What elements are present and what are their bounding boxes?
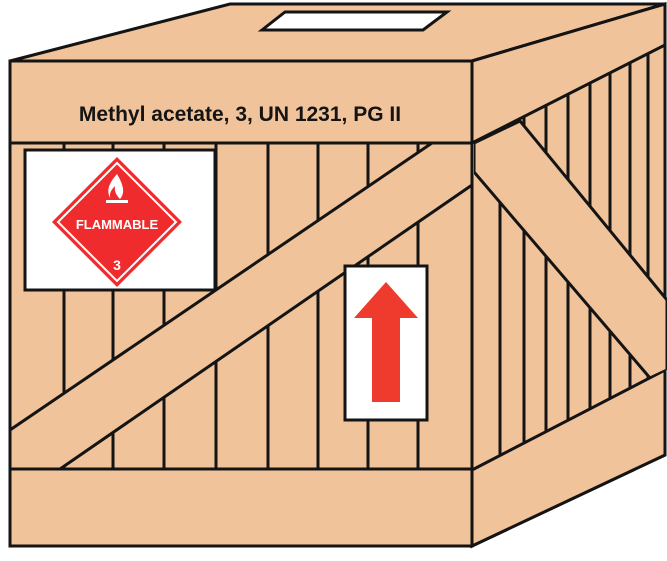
crate-front-face — [8, 59, 474, 548]
arrow-up-icon — [354, 282, 418, 402]
hazard-label-word: FLAMMABLE — [76, 217, 159, 232]
hazard-class-number: 3 — [113, 257, 121, 273]
front-bottom-rail — [8, 467, 474, 548]
orientation-label — [343, 264, 429, 422]
hazard-diamond — [52, 157, 182, 287]
top-opening — [257, 10, 452, 32]
crate-side-face — [470, 1, 667, 549]
front-top-rail — [8, 59, 474, 145]
shipping-mark-text: Methyl acetate, 3, UN 1231, PG II — [79, 103, 401, 126]
front-diagonal-brace — [10, 143, 472, 469]
side-diagonal-brace — [474, 119, 667, 380]
flame-icon — [106, 174, 128, 203]
hazard-label: FLAMMABLE 3 — [23, 148, 217, 292]
